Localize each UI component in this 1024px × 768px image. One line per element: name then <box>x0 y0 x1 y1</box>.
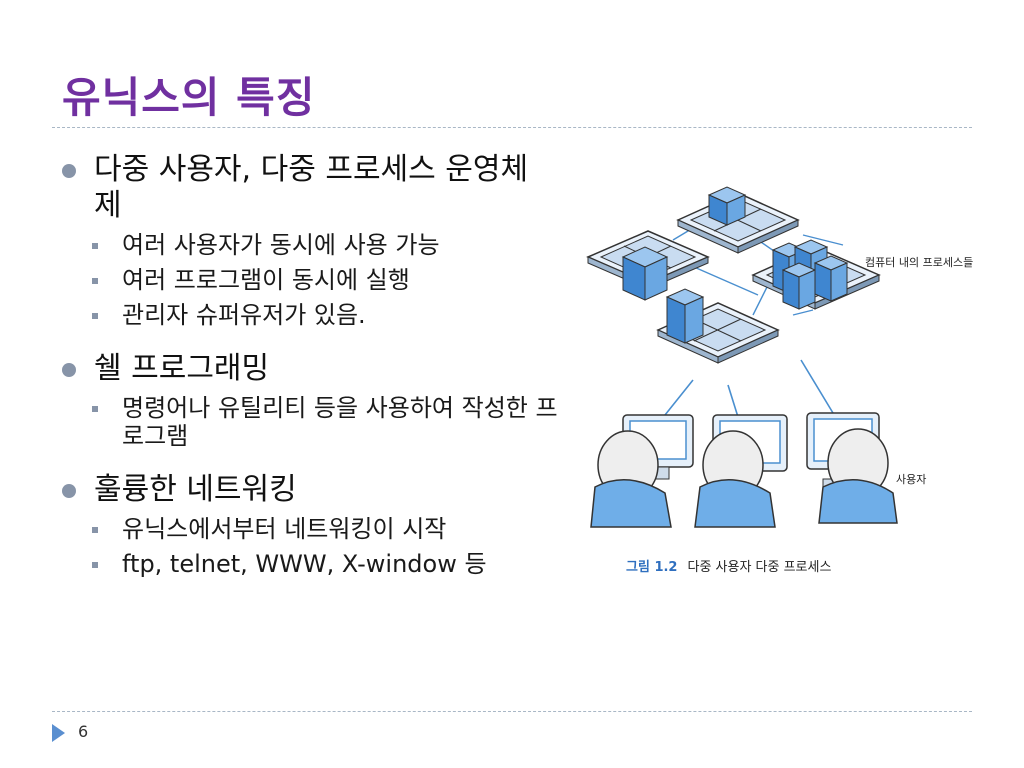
footer-arrow-icon <box>52 724 65 742</box>
bullet-square-icon <box>92 243 98 249</box>
bullet-level2: 관리자 슈퍼유저가 있음. <box>92 301 560 329</box>
bullet-level2: 여러 사용자가 동시에 사용 가능 <box>92 231 560 259</box>
bullet-square-icon <box>92 278 98 284</box>
process-box-left <box>586 230 710 301</box>
bullet-text: 관리자 슈퍼유저가 있음. <box>122 301 366 329</box>
section-multiuser: 다중 사용자, 다중 프로세스 운영체제 여러 사용자가 동시에 사용 가능 여… <box>60 152 560 329</box>
bullet-square-icon <box>92 313 98 319</box>
section-networking: 훌륭한 네트워킹 유닉스에서부터 네트워킹이 시작 ftp, telnet, W… <box>60 472 560 578</box>
figure-label-processes: 컴퓨터 내의 프로세스들 <box>865 256 974 269</box>
bullet-dot-icon <box>62 164 76 178</box>
section-shell: 쉘 프로그래밍 명령어나 유틸리티 등을 사용하여 작성한 프로그램 <box>60 351 560 450</box>
bullet-level2: 여러 프로그램이 동시에 실행 <box>92 266 560 294</box>
bullet-level2: ftp, telnet, WWW, X-window 등 <box>92 550 560 578</box>
bullet-level2: 유닉스에서부터 네트워킹이 시작 <box>92 515 560 543</box>
figure-caption-number: 그림 1.2 <box>626 560 678 575</box>
bullet-text: 유닉스에서부터 네트워킹이 시작 <box>122 515 447 543</box>
multiuser-illustration <box>586 186 898 528</box>
bullet-heading: 훌륭한 네트워킹 <box>94 472 297 507</box>
bullet-square-icon <box>92 527 98 533</box>
user-links <box>660 359 834 421</box>
process-box-bottom <box>656 288 780 364</box>
title-divider <box>52 127 972 128</box>
bullet-square-icon <box>92 406 98 412</box>
process-box-top <box>676 186 800 254</box>
bullet-square-icon <box>92 562 98 568</box>
user-middle <box>694 414 788 528</box>
bullet-text: ftp, telnet, WWW, X-window 등 <box>122 550 487 578</box>
bullet-dot-icon <box>62 484 76 498</box>
user-right <box>806 412 898 524</box>
bullet-heading: 쉘 프로그래밍 <box>94 351 270 386</box>
bullet-level1: 쉘 프로그래밍 <box>60 351 560 387</box>
bullet-text: 여러 프로그램이 동시에 실행 <box>122 266 410 294</box>
bullet-level1: 훌륭한 네트워킹 <box>60 472 560 508</box>
bullet-text: 명령어나 유틸리티 등을 사용하여 작성한 프로그램 <box>122 394 558 450</box>
bullet-content: 다중 사용자, 다중 프로세스 운영체제 여러 사용자가 동시에 사용 가능 여… <box>60 152 560 600</box>
bullet-level2: 명령어나 유틸리티 등을 사용하여 작성한 프로그램 <box>92 394 560 450</box>
user-left <box>590 414 694 528</box>
bullet-dot-icon <box>62 363 76 377</box>
figure-label-users: 사용자 <box>896 473 927 486</box>
page-number: 6 <box>78 722 89 741</box>
bullet-level1: 다중 사용자, 다중 프로세스 운영체제 <box>60 152 560 224</box>
slide-title: 유닉스의 특징 <box>62 73 316 122</box>
figure-caption: 그림 1.2 다중 사용자 다중 프로세스 <box>626 556 831 575</box>
process-box-right <box>751 239 881 310</box>
footer-divider <box>52 711 972 712</box>
figure-caption-text: 다중 사용자 다중 프로세스 <box>687 560 832 575</box>
bullet-text: 여러 사용자가 동시에 사용 가능 <box>122 231 440 259</box>
bullet-heading: 다중 사용자, 다중 프로세스 운영체제 <box>94 152 529 223</box>
